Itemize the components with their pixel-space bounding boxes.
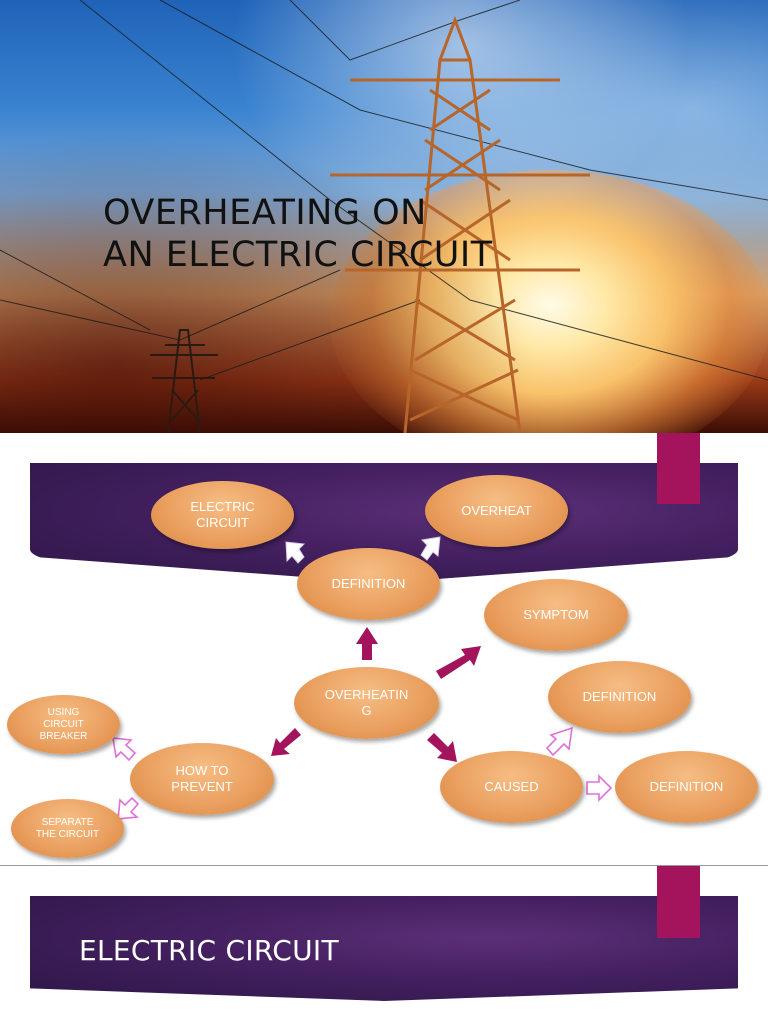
node-text: CAUSED [484,779,539,794]
node-text: THE CIRCUIT [35,828,100,840]
outline-arrow-upright-icon [545,726,573,757]
node-text: SYMPTOM [523,607,589,622]
solid-arrow-group [271,627,481,762]
node-overheat: OVERHEAT [425,475,568,547]
presentation-title: OVERHEATING ON AN ELECTRIC CIRCUIT [103,192,493,276]
title-line-2: AN ELECTRIC CIRCUIT [103,235,493,275]
accent-tab [657,866,700,938]
node-text: DEFINITION [582,689,657,704]
node-symptom: SYMPTOM [484,579,628,651]
section-heading: ELECTRIC CIRCUIT [79,934,339,967]
node-text: USING [47,706,80,718]
power-tower-photo [0,0,768,433]
accent-tab [657,433,700,504]
node-text: OVERHEATIN [324,687,409,702]
section-slide: ELECTRIC CIRCUIT [0,866,768,1024]
outline-arrow-upleft-icon [112,737,137,762]
node-text: SEPARATE [41,816,94,828]
node-text: CIRCUIT [196,515,249,530]
header-band [30,896,738,1001]
connector-arrows [112,536,613,820]
node-text: PREVENT [171,779,233,794]
node-text: BREAKER [39,730,88,742]
node-text: DEFINITION [649,779,724,794]
arrow-upright-white-icon [420,536,441,561]
arrow-upleft-icon [285,541,306,564]
node-caused: CAUSED [440,751,583,823]
node-text: HOW TO [175,763,229,778]
node-text: OVERHEAT [461,503,532,518]
node-definition-top: DEFINITION [297,548,440,620]
node-definition-upper-right: DEFINITION [548,661,691,733]
node-text: ELECTRIC [190,499,255,514]
node-text: CIRCUIT [43,718,84,730]
arrow-upright-icon [436,646,481,679]
arrow-downright-icon [427,733,457,762]
node-text: G [361,703,372,718]
outline-arrow-downleft-icon [117,796,140,820]
title-slide: OVERHEATING ON AN ELECTRIC CIRCUIT [0,0,768,433]
node-text: DEFINITION [331,576,406,591]
arrow-downleft-icon [271,728,301,756]
arrow-up-icon [356,627,378,660]
node-definition-lower-right: DEFINITION [615,751,758,823]
outline-arrow-right-icon [586,774,613,802]
title-line-1: OVERHEATING ON [103,193,427,233]
sky-clouds [0,0,768,433]
